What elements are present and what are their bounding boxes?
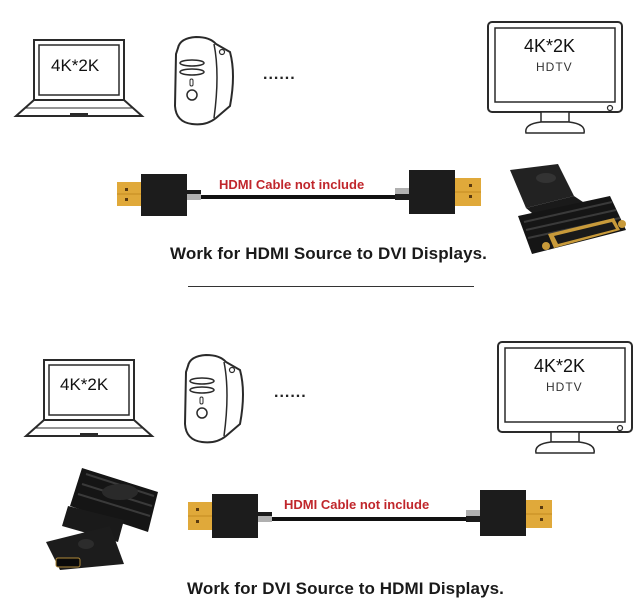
cable-not-included-label: HDMI Cable not include xyxy=(284,497,430,512)
laptop-illustration xyxy=(12,38,147,120)
section-caption: Work for HDMI Source to DVI Displays. xyxy=(170,244,487,263)
monitor-label-type: HDTV xyxy=(546,380,583,394)
laptop-icon xyxy=(23,359,155,437)
monitor-label-resolution: 4K*2K xyxy=(524,36,576,56)
hdmi-cable-illustration xyxy=(115,168,485,220)
desktop-pc-icon xyxy=(183,353,244,444)
desktop-pc-illustration xyxy=(180,352,248,444)
hdmi-cable-illustration xyxy=(186,490,556,542)
desktop-pc-icon xyxy=(173,35,234,126)
desktop-pc-illustration xyxy=(170,34,238,126)
monitor-illustration xyxy=(496,336,634,456)
monitor-label-type: HDTV xyxy=(536,60,573,74)
hdmi-cable-icon xyxy=(117,170,481,216)
adapter-icon xyxy=(510,164,626,254)
monitor-label-resolution: 4K*2K xyxy=(534,356,586,376)
laptop-screen-label: 4K*2K xyxy=(51,56,100,75)
section-divider xyxy=(188,286,474,287)
cable-not-included-label: HDMI Cable not include xyxy=(219,177,365,192)
monitor-illustration xyxy=(486,16,624,136)
laptop-illustration xyxy=(22,358,157,440)
ellipsis: ...... xyxy=(274,384,307,401)
dvi-hdmi-adapter-illustration xyxy=(40,462,168,572)
laptop-icon xyxy=(13,39,145,117)
laptop-screen-label: 4K*2K xyxy=(60,375,109,394)
hdmi-cable-icon xyxy=(188,490,552,538)
ellipsis: ...... xyxy=(263,66,296,83)
dvi-hdmi-adapter-illustration xyxy=(502,160,634,264)
monitor-icon xyxy=(487,21,623,134)
section-caption: Work for DVI Source to HDMI Displays. xyxy=(187,579,504,598)
adapter-icon xyxy=(46,468,158,570)
monitor-icon xyxy=(497,341,633,454)
